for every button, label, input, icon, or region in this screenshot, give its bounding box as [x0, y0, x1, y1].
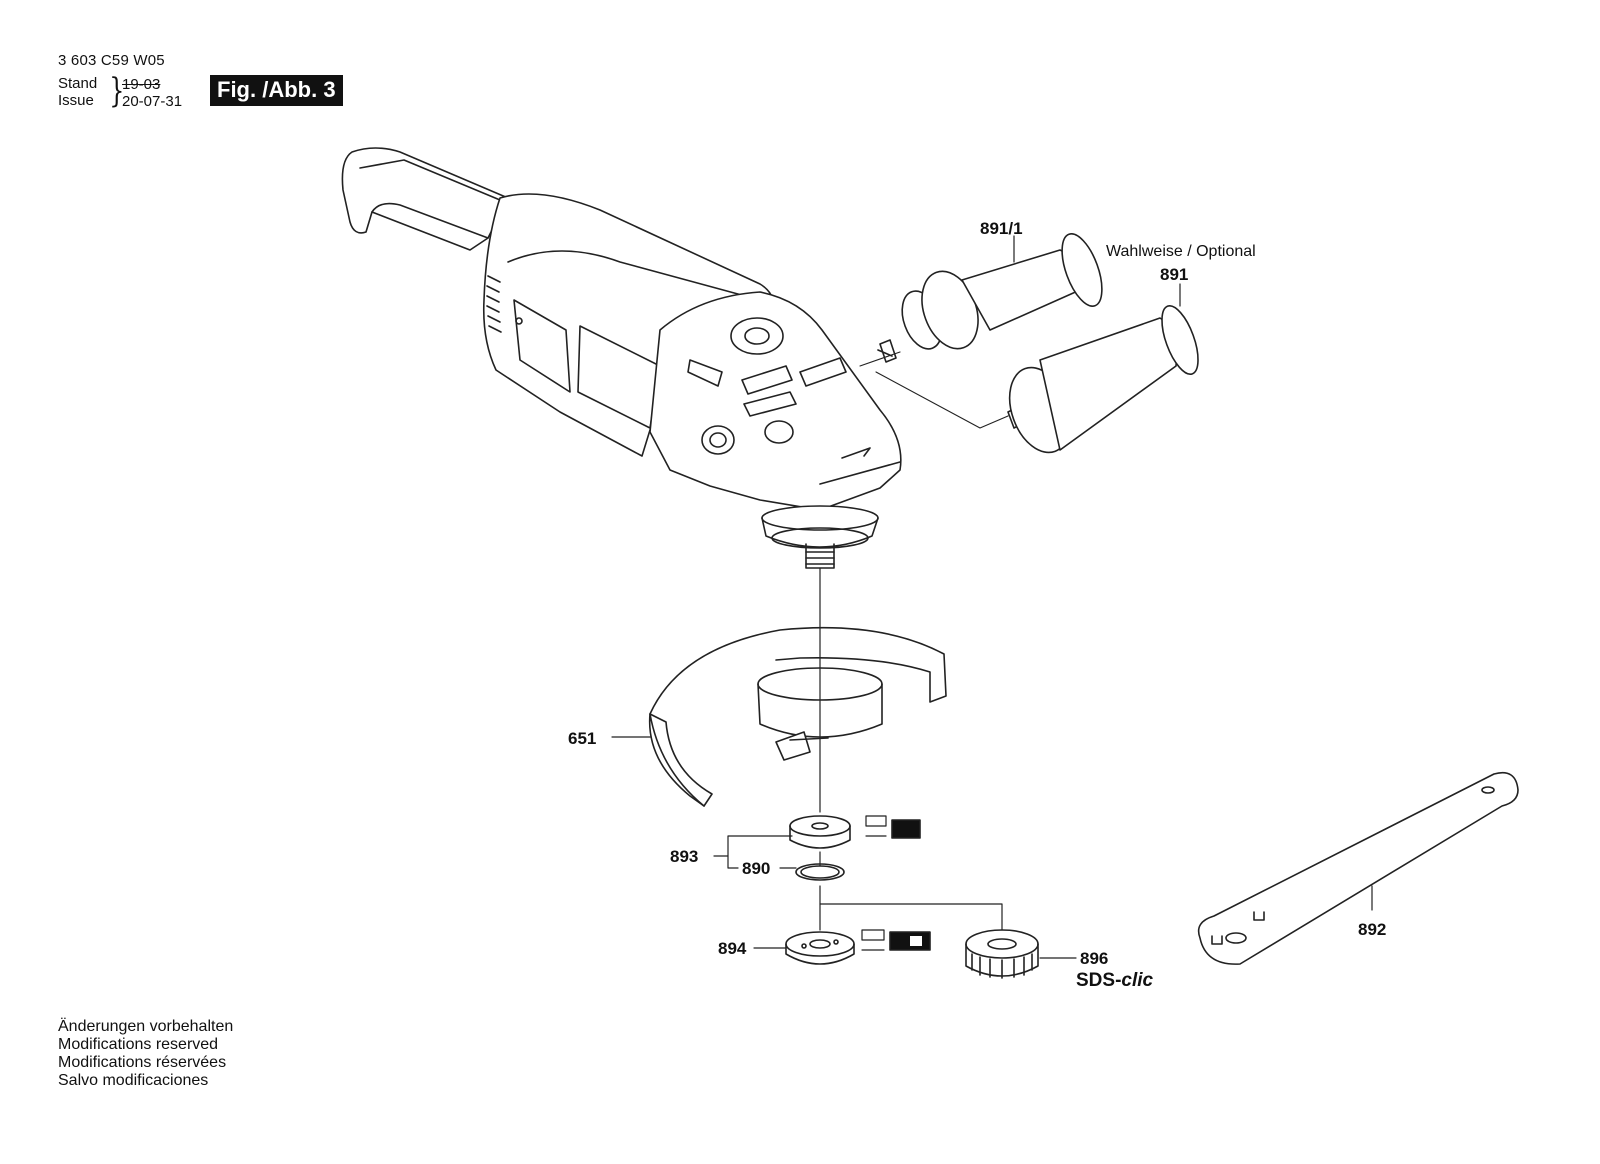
two-pin-spanner-drawing [1197, 771, 1519, 965]
mounting-flange-drawing [789, 815, 851, 881]
optional-note: Wahlweise / Optional [1106, 243, 1256, 260]
side-handle-alt-drawing [877, 233, 1103, 363]
part-label-894: 894 [718, 939, 747, 958]
note-line-en: Modifications reserved [58, 1036, 219, 1053]
part-label-896: 896 [1080, 949, 1108, 968]
flange-fit-icon [865, 815, 921, 839]
figure-label: Fig. /Abb. 3 [210, 75, 343, 106]
document-number: 3 603 C59 W05 [58, 52, 165, 69]
part-label-891: 891 [1160, 265, 1188, 284]
note-line-fr: Modifications réservées [58, 1054, 227, 1071]
part-label-893: 893 [670, 847, 698, 866]
part-label-891-1: 891/1 [980, 219, 1023, 238]
document-header: 3 603 C59 W05 Stand Issue } 19-03 20-07-… [58, 52, 418, 114]
note-line-de: Änderungen vorbehalten [58, 1018, 234, 1035]
stand-label: Stand [58, 75, 98, 92]
issue-label: Issue [58, 92, 94, 109]
sds-clic-logo: SDS-clic [1076, 970, 1154, 991]
stand-date: 19-03 [122, 76, 161, 93]
quick-clamping-nut-drawing [965, 929, 1039, 979]
angle-grinder-drawing [341, 147, 902, 569]
clamp-nut-drawing [785, 931, 855, 965]
modification-notes: Änderungen vorbehalten Modifications res… [58, 1018, 358, 1090]
issue-date: 20-07-31 [122, 93, 183, 110]
part-label-651: 651 [568, 729, 596, 748]
part-label-890: 890 [742, 859, 770, 878]
part-label-892: 892 [1358, 920, 1386, 939]
brace-icon: } [109, 71, 125, 111]
clamp-nut-fit-icon [861, 929, 931, 951]
note-line-es: Salvo modificaciones [58, 1072, 209, 1089]
sds-logo-suffix: clic [1121, 970, 1153, 991]
side-handle-drawing [1007, 305, 1199, 454]
sds-logo-prefix: SDS- [1076, 970, 1121, 991]
wheel-guard-drawing [648, 626, 947, 807]
